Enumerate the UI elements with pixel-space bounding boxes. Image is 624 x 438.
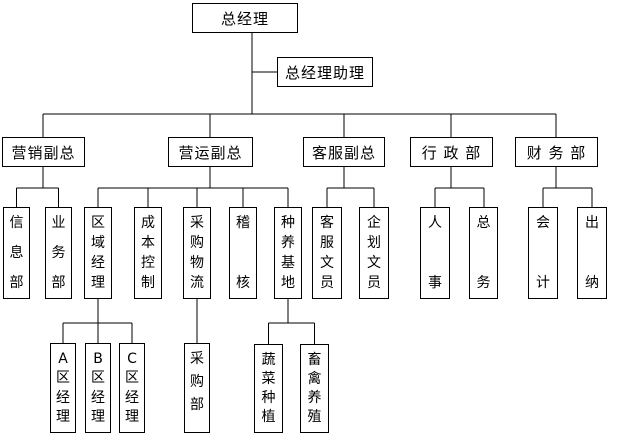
operations-group-lines [97,167,289,207]
node-regional-manager: 区域经理 [84,207,112,299]
node-label: 信息部 [9,215,24,291]
node-label: 总务 [476,215,491,291]
node-general-manager: 总经理 [192,3,298,33]
finance-group-lines [542,167,593,207]
node-label: 畜禽养殖 [307,352,322,425]
node-label: 采购物流 [190,215,204,291]
node-label: 种养基地 [281,215,295,291]
node-hr: 人事 [420,207,450,299]
admin-group-lines [434,167,485,207]
node-admin-dept: 行 政 部 [410,137,493,167]
node-gm-assistant: 总经理助理 [277,57,373,87]
node-purchasing-dept: 采购部 [184,343,210,433]
node-operations-vp: 营运副总 [168,137,253,167]
node-audit: 稽核 [229,207,257,299]
node-label: 企划文员 [367,215,381,291]
node-customer-service-clerk: 客服文员 [312,207,342,299]
node-livestock-breeding: 畜禽养殖 [300,344,329,433]
trunk-line [43,33,556,115]
customer-service-group-lines [326,167,375,207]
node-label: 客服文员 [320,215,334,291]
node-customer-service-vp: 客服副总 [303,137,385,167]
node-planning-clerk: 企划文员 [359,207,389,299]
node-label: 会计 [536,215,550,291]
node-marketing-vp: 营销副总 [2,137,85,167]
regional-manager-kids-lines [62,299,133,343]
node-label: 区域经理 [91,215,105,291]
node-label: 蔬菜种植 [261,352,276,425]
marketing-group-lines [16,167,59,207]
node-purchasing-logistics: 采购物流 [183,207,211,299]
node-label: 业务部 [51,215,66,291]
node-label: 成本控制 [141,215,155,291]
node-cashier: 出纳 [577,207,607,299]
node-business-dept: 业务部 [45,207,72,299]
node-cost-control: 成本控制 [134,207,162,299]
node-farming-base: 种养基地 [274,207,302,299]
node-label: 采购部 [190,351,204,413]
node-vegetable-planting: 蔬菜种植 [254,344,283,433]
farming-base-kids-lines [268,299,315,344]
node-general-affairs: 总务 [469,207,498,299]
node-finance-dept: 财 务 部 [515,137,598,167]
node-label: 稽核 [236,215,250,291]
level2-drop-lines [42,114,557,137]
node-information-dept: 信息部 [3,207,30,299]
node-accounting: 会计 [528,207,558,299]
node-label: 人事 [428,215,442,291]
node-label: 出纳 [585,215,599,291]
